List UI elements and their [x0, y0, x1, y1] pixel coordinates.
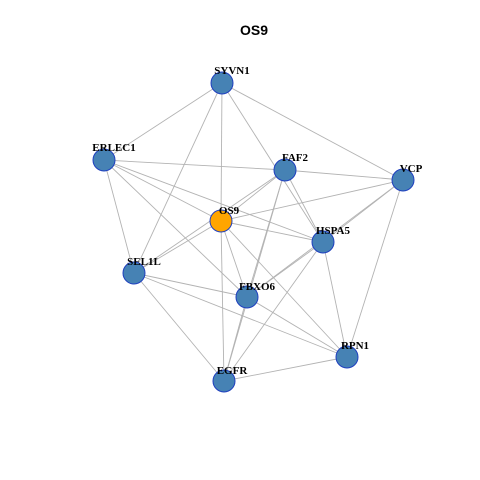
edge-syvn1-os9 — [220, 82, 223, 222]
node-label-syvn1: SYVN1 — [214, 65, 249, 77]
edge-sel1l-egfr — [133, 272, 225, 382]
edge-faf2-vcp — [284, 169, 404, 181]
edge-rpn1-egfr — [223, 356, 348, 382]
node-rpn1 — [335, 345, 359, 369]
node-label-fbxo6: FBXO6 — [239, 281, 276, 293]
edge-erlec1-os9 — [103, 159, 222, 222]
edge-faf2-hspa5 — [284, 169, 324, 243]
edge-erlec1-hspa5 — [103, 159, 324, 243]
node-label-faf2: FAF2 — [282, 152, 309, 164]
edge-sel1l-fbxo6 — [133, 272, 248, 298]
node-os9 — [209, 209, 233, 233]
edge-fbxo6-egfr — [223, 296, 248, 382]
edge-os9-egfr — [220, 220, 225, 382]
edge-hspa5-egfr — [223, 241, 324, 382]
edge-syvn1-vcp — [221, 82, 404, 181]
edge-syvn1-hspa5 — [221, 82, 324, 243]
node-label-egfr: EGFR — [217, 365, 249, 377]
node-label-os9: OS9 — [219, 205, 240, 217]
edge-fbxo6-rpn1 — [246, 296, 348, 358]
node-sel1l — [122, 261, 146, 285]
edge-syvn1-sel1l — [133, 82, 223, 274]
edge-syvn1-erlec1 — [103, 82, 223, 161]
node-label-erlec1: ERLEC1 — [92, 142, 135, 154]
node-erlec1 — [92, 148, 116, 172]
node-egfr — [212, 369, 236, 393]
edge-hspa5-fbxo6 — [246, 241, 324, 298]
node-label-sel1l: SEL1L — [127, 256, 161, 268]
edge-hspa5-rpn1 — [322, 241, 348, 358]
node-label-vcp: VCP — [400, 163, 423, 175]
node-fbxo6 — [235, 285, 259, 309]
node-layer — [92, 71, 415, 393]
edge-faf2-egfr — [223, 169, 286, 382]
edge-os9-sel1l — [133, 220, 222, 274]
node-syvn1 — [210, 71, 234, 95]
edge-faf2-os9 — [220, 169, 286, 222]
edge-vcp-os9 — [220, 179, 404, 222]
edge-os9-rpn1 — [220, 220, 348, 358]
edge-layer — [103, 82, 404, 382]
node-hspa5 — [311, 230, 335, 254]
node-faf2 — [273, 158, 297, 182]
edge-vcp-rpn1 — [346, 179, 404, 358]
edge-erlec1-sel1l — [103, 159, 135, 274]
edge-os9-fbxo6 — [220, 220, 248, 298]
edge-faf2-sel1l — [133, 169, 286, 274]
edge-sel1l-rpn1 — [133, 272, 348, 358]
edge-erlec1-faf2 — [103, 159, 286, 171]
node-vcp — [391, 168, 415, 192]
edge-erlec1-fbxo6 — [103, 159, 248, 298]
node-label-rpn1: RPN1 — [341, 340, 369, 352]
node-label-hspa5: HSPA5 — [316, 225, 351, 237]
diagram-title: OS9 — [240, 22, 268, 38]
edge-os9-hspa5 — [220, 220, 324, 243]
